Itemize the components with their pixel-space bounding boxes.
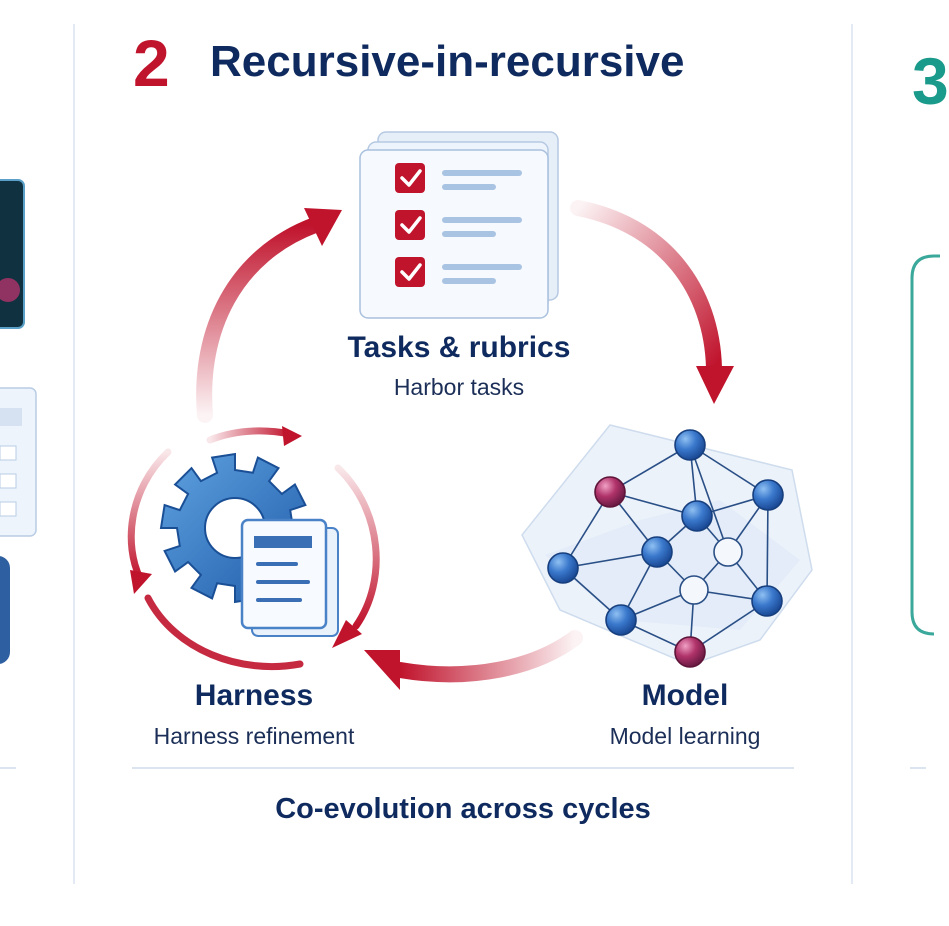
left-panel-fragment — [0, 179, 37, 769]
network-node — [674, 429, 706, 461]
next-step-number: 3 — [912, 44, 949, 118]
step-number: 2 — [133, 26, 170, 100]
section-title: Recursive-in-recursive — [210, 37, 685, 86]
network-edge — [766, 494, 769, 602]
network-node — [752, 479, 784, 511]
network-node — [681, 500, 713, 532]
model-title: Model — [641, 679, 729, 712]
neural-network-icon — [521, 424, 813, 668]
checkbox-1 — [395, 163, 522, 193]
footer-caption: Co-evolution across cycles — [275, 793, 651, 825]
gear-document-icon — [159, 452, 339, 637]
network-node — [547, 552, 579, 584]
harness-subtitle: Harness refinement — [153, 723, 355, 749]
arrow-tasks-to-model — [570, 200, 734, 404]
network-node — [605, 604, 637, 636]
network-node — [751, 585, 783, 617]
tasks-title: Tasks & rubrics — [347, 331, 571, 364]
checklist-icon — [359, 131, 559, 319]
network-nodes — [547, 429, 784, 668]
network-node — [594, 476, 626, 508]
tasks-subtitle: Harbor tasks — [393, 374, 525, 400]
arrow-harness-to-tasks — [196, 208, 342, 423]
checkbox-2 — [395, 210, 522, 240]
right-panel-fragment — [910, 254, 940, 769]
network-edge — [689, 444, 729, 553]
checkbox-3 — [395, 257, 522, 287]
network-node — [713, 537, 743, 567]
harness-title: Harness — [194, 679, 314, 712]
arrow-model-to-harness — [364, 630, 583, 690]
network-node — [641, 536, 673, 568]
network-edge — [562, 551, 658, 569]
harness-cycle-arrows — [127, 426, 380, 671]
diagram-canvas — [0, 24, 940, 884]
model-subtitle: Model learning — [609, 723, 761, 749]
network-node — [674, 636, 706, 668]
network-node — [679, 575, 709, 605]
